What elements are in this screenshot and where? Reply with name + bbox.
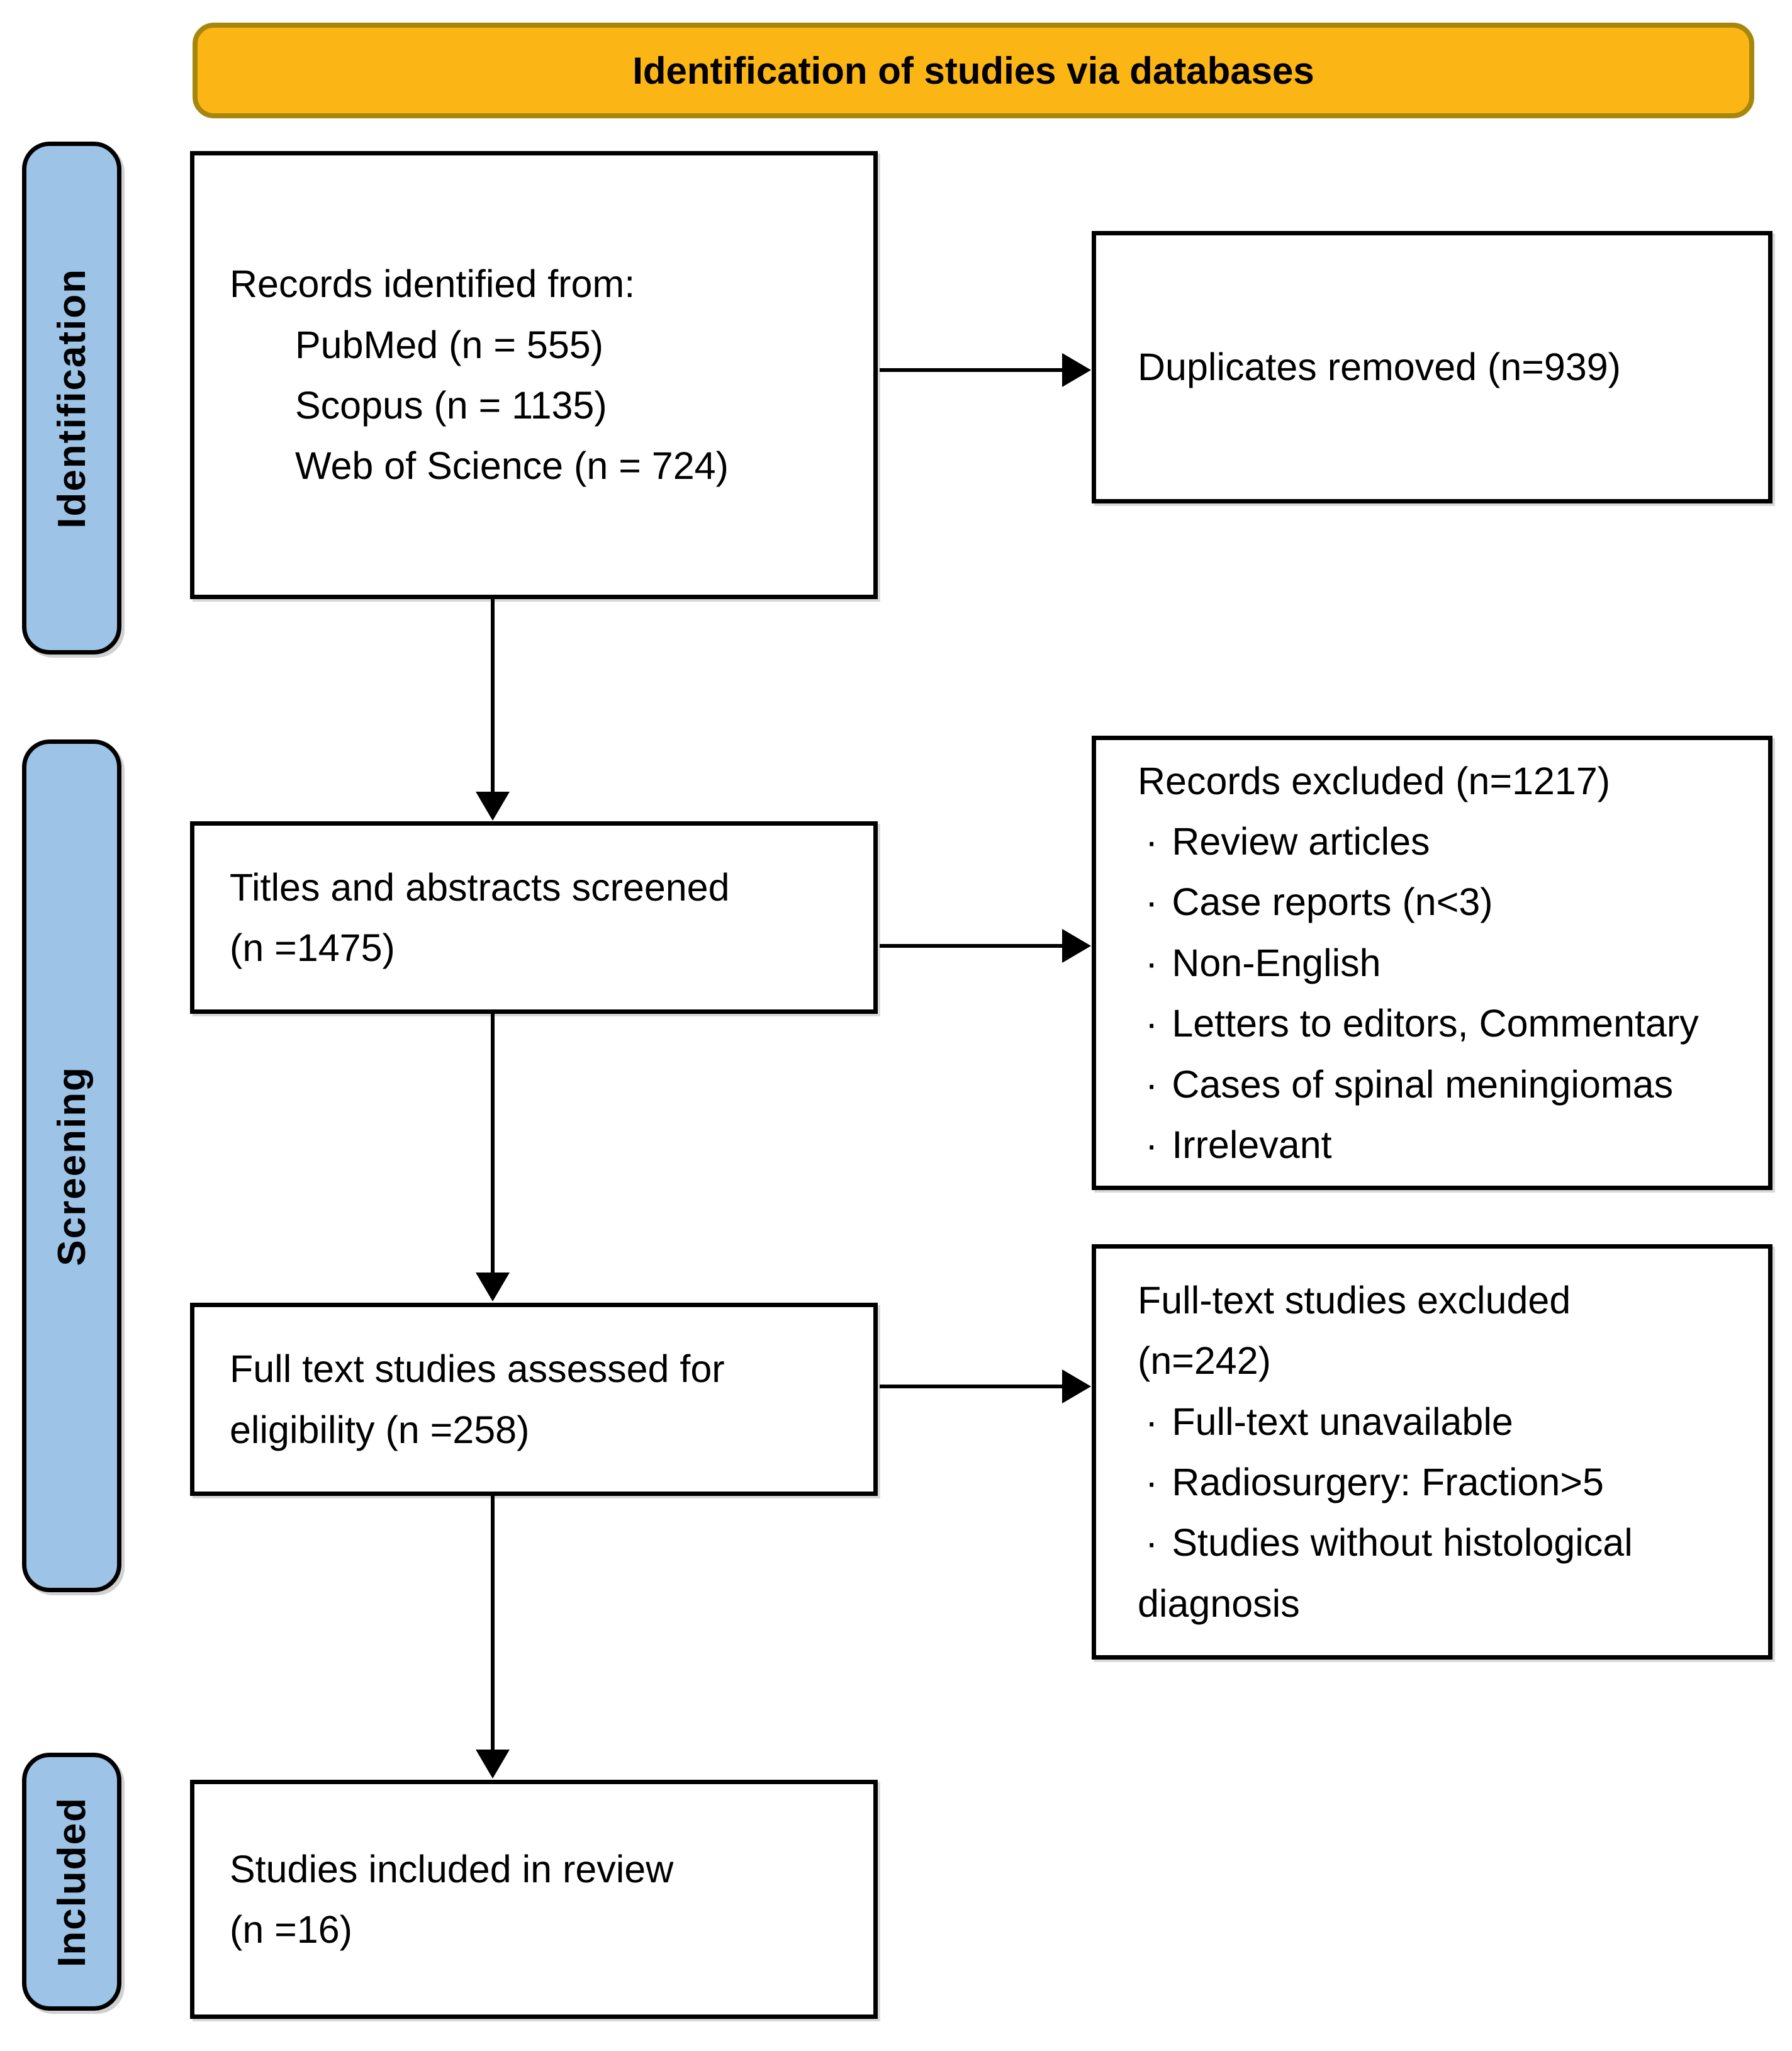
fulltext-assessed-line2: eligibility (n =258) — [230, 1408, 530, 1451]
duplicates-removed-text: Duplicates removed (n=939) — [1138, 346, 1621, 389]
ft-exclusion-reason-text: Full-text unavailable — [1172, 1400, 1513, 1443]
ft-exclusion-reason-text: Studies without histological diagnosis — [1138, 1521, 1633, 1625]
stage-included: Included — [22, 1753, 121, 2011]
stage-screening: Screening — [22, 739, 121, 1592]
banner-title: Identification of studies via databases — [632, 49, 1314, 92]
exclusion-reason-non-english: · Non-English — [1138, 933, 1749, 993]
arrow-records-to-duplicates-head — [1062, 353, 1091, 387]
bullet-dot: · — [1145, 1461, 1158, 1503]
bullet-dot: · — [1145, 1002, 1158, 1045]
bullet-dot: · — [1145, 941, 1158, 984]
stage-included-label: Included — [50, 1796, 94, 1967]
ft-exclusion-reason-radiosurgery: · Radiosurgery: Fraction>5 — [1138, 1452, 1749, 1512]
arrow-fulltext-to-included-line — [491, 1496, 495, 1752]
exclusion-reason-text: Cases of spinal meningiomas — [1172, 1062, 1674, 1106]
arrow-titles-to-excluded-head — [1062, 929, 1091, 963]
source-pubmed: PubMed (n = 555) — [295, 323, 603, 366]
ft-exclusion-reason-text: Radiosurgery: Fraction>5 — [1172, 1461, 1604, 1503]
arrow-records-to-titles-line — [491, 599, 495, 794]
box-fulltext-assessed: Full text studies assessed for eligibili… — [190, 1303, 878, 1496]
ft-exclusion-reason-no-histology: ·Studies without histological diagnosis — [1138, 1512, 1749, 1634]
box-fulltext-excluded: Full-text studies excluded (n=242) · Full… — [1092, 1244, 1772, 1660]
fulltext-excluded-title-line2: (n=242) — [1138, 1339, 1271, 1383]
arrow-fulltext-to-included-head — [476, 1750, 510, 1778]
box-titles-abstracts-screened: Titles and abstracts screened (n =1475) — [190, 821, 878, 1014]
source-web-of-science: Web of Science (n = 724) — [295, 444, 729, 488]
box-studies-included: Studies included in review (n =16) — [190, 1780, 878, 2019]
exclusion-reason-text: Non-English — [1172, 941, 1381, 984]
bullet-dot: · — [1145, 1123, 1158, 1166]
records-excluded-title: Records excluded (n=1217) — [1138, 759, 1611, 802]
exclusion-reason-spinal-meningiomas: · Cases of spinal meningiomas — [1138, 1054, 1749, 1115]
stage-screening-label: Screening — [50, 1065, 94, 1266]
studies-included-count: (n =16) — [230, 1908, 352, 1951]
exclusion-reason-text: Letters to editors, Commentary — [1172, 1002, 1699, 1045]
fulltext-excluded-title-line1: Full-text studies excluded — [1138, 1278, 1571, 1322]
stage-identification: Identification — [22, 142, 121, 655]
exclusion-reason-text: Review articles — [1172, 820, 1430, 863]
exclusion-reason-review-articles: · Review articles — [1138, 811, 1749, 872]
box-duplicates-removed: Duplicates removed (n=939) — [1092, 231, 1772, 503]
ft-exclusion-reason-unavailable: · Full-text unavailable — [1138, 1391, 1749, 1452]
arrow-titles-to-fulltext-line — [491, 1014, 495, 1275]
exclusion-reason-case-reports: · Case reports (n<3) — [1138, 872, 1749, 932]
arrow-titles-to-fulltext-head — [476, 1273, 510, 1301]
studies-included-line1: Studies included in review — [230, 1847, 674, 1891]
arrow-records-to-titles-head — [476, 792, 510, 821]
stage-identification-label: Identification — [50, 267, 94, 529]
exclusion-reason-text: Irrelevant — [1172, 1123, 1332, 1166]
records-identified-intro: Records identified from: — [230, 262, 636, 306]
arrow-records-to-duplicates-line — [880, 368, 1066, 372]
titles-screened-count: (n =1475) — [230, 926, 395, 969]
source-scopus: Scopus (n = 1135) — [295, 384, 607, 427]
exclusion-reason-letters-commentary: · Letters to editors, Commentary — [1138, 993, 1749, 1054]
fulltext-assessed-line1: Full text studies assessed for — [230, 1347, 725, 1391]
banner-identification-via-databases: Identification of studies via databases — [193, 23, 1754, 118]
bullet-dot: · — [1145, 1400, 1158, 1443]
exclusion-reason-irrelevant: · Irrelevant — [1138, 1115, 1749, 1175]
box-records-identified: Records identified from: PubMed (n = 555… — [190, 151, 878, 599]
bullet-dot: · — [1145, 1062, 1158, 1106]
bullet-dot: · — [1145, 880, 1158, 924]
box-records-excluded: Records excluded (n=1217) · Review articl… — [1092, 736, 1772, 1190]
arrow-fulltext-to-excluded-line — [880, 1385, 1066, 1388]
exclusion-reason-text: Case reports (n<3) — [1172, 880, 1493, 924]
titles-screened-line1: Titles and abstracts screened — [230, 865, 730, 909]
bullet-dot: · — [1145, 820, 1158, 863]
bullet-dot: · — [1145, 1521, 1158, 1565]
arrow-fulltext-to-excluded-head — [1062, 1369, 1091, 1403]
arrow-titles-to-excluded-line — [880, 944, 1066, 948]
